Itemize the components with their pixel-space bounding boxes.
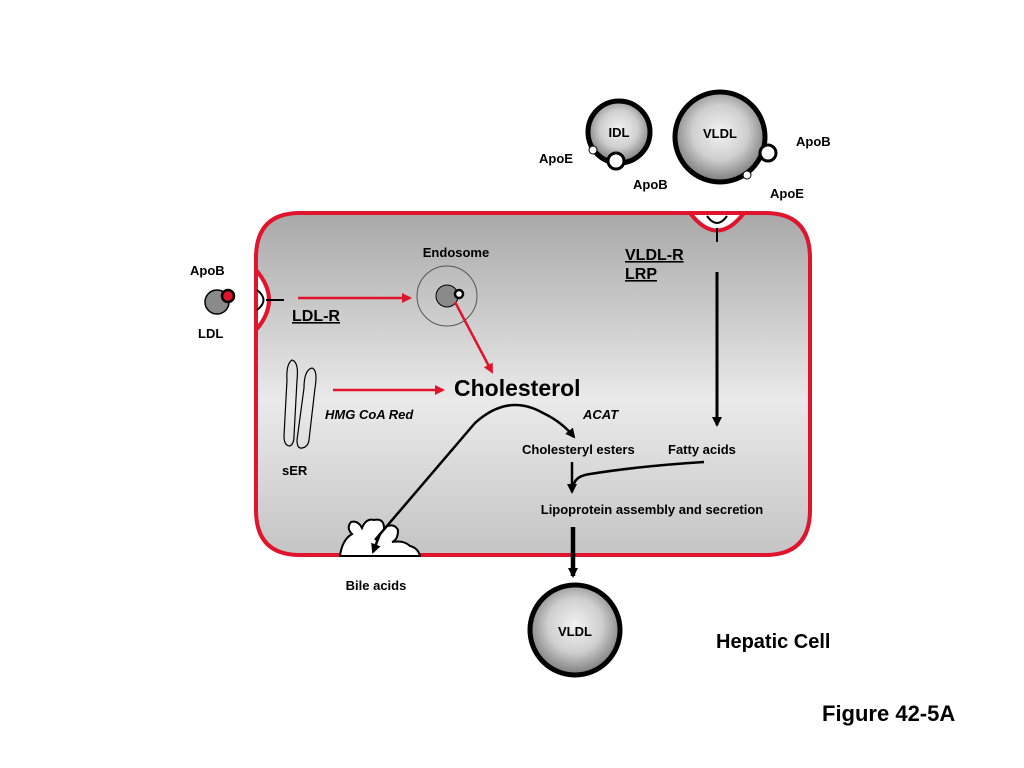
vldl-apob-label: ApoB [796,134,831,149]
idl-apob-label: ApoB [633,177,668,192]
vldl-apoe-label: ApoE [770,186,804,201]
ldl-receptor-icon [256,289,284,311]
ldl-r-label: LDL-R [292,308,340,325]
vldl-receptor-icon [706,215,728,242]
idl-apoe-label: ApoE [539,151,573,166]
cholesterol-label: Cholesterol [454,375,581,401]
endosome-to-cholesterol-arrow [453,301,494,374]
ser-organelle [283,359,317,449]
figure-caption: Figure 42-5A [822,701,955,726]
bile-acid-pocket [338,518,422,557]
cholesterol-curve [374,403,576,541]
endosome-label: Endosome [423,245,489,260]
bile-acids-label: Bile acids [346,578,407,593]
hmg-label: HMG CoA Red [325,407,414,422]
vldl-particle-top [672,89,778,185]
vldl-r-label: VLDL-R [625,247,684,264]
idl-particle [585,98,653,171]
endosome [416,265,478,327]
idl-label: IDL [609,125,630,140]
hepatic-cell-caption: Hepatic Cell [716,631,830,653]
fatty-acids-label: Fatty acids [668,442,736,457]
lrp-label: LRP [625,266,657,283]
vldl-particle-bottom [527,582,623,678]
vldl-top-label: VLDL [703,126,737,141]
ldl-label: LDL [198,326,223,341]
vldl-bottom-label: VLDL [558,624,592,639]
vldl-receptor-notch [685,211,749,233]
ldl-particle [204,288,236,315]
acat-label: ACAT [582,407,619,422]
cholesteryl-esters-label: Cholesteryl esters [522,442,635,457]
cholesterol-to-bile-acids-arrow [371,533,382,554]
fatty-acids-to-assembly-line [572,460,705,485]
ldl-apob-label: ApoB [190,263,225,278]
ser-label: sER [282,463,308,478]
ldl-receptor-notch [254,264,271,336]
lipoprotein-assembly-label: Lipoprotein assembly and secretion [541,502,764,517]
